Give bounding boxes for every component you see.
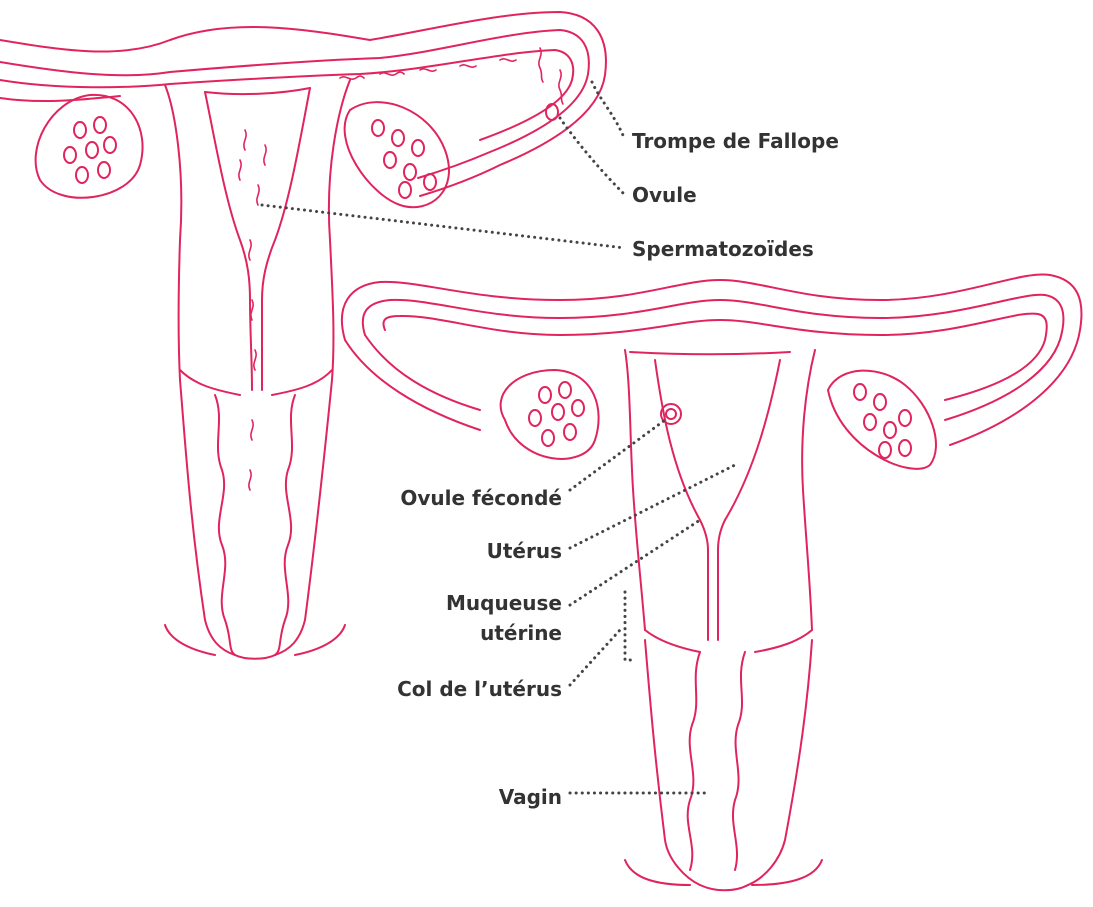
ovum-in-tube [546, 104, 558, 120]
uterus-illustration-2 [342, 274, 1082, 890]
ovary-follicles-1 [64, 117, 436, 198]
label-fallopian-tube: Trompe de Fallope [632, 129, 839, 153]
label-uterine-lining: Muqueuse [446, 591, 562, 615]
label-vagina: Vagin [499, 785, 562, 809]
label-uterus: Utérus [487, 539, 562, 563]
label-sperm: Spermatozoïdes [632, 237, 814, 261]
sperm-cells [239, 48, 563, 490]
label-uterine-lining-2: utérine [480, 621, 562, 645]
label-fertilized-ovum: Ovule fécondé [400, 486, 562, 510]
ovary-follicles-2 [529, 382, 911, 458]
label-ovum: Ovule [632, 183, 697, 207]
labels: Trompe de Fallope Ovule Spermatozoïdes O… [397, 129, 839, 809]
label-cervix: Col de l’utérus [397, 677, 562, 701]
